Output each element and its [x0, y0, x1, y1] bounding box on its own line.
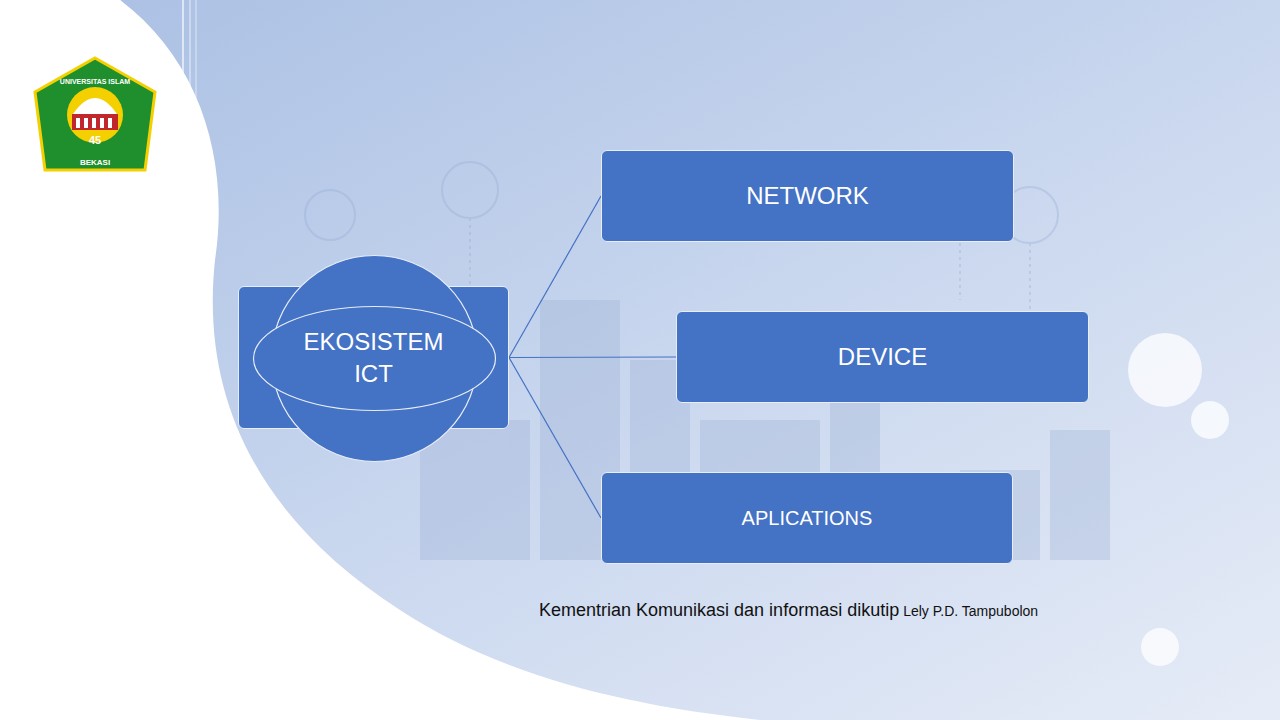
node-text: DEVICE — [838, 341, 927, 372]
circle-ellipse-shape — [239, 287, 510, 430]
author-name: Lely P.D. Tampubolon — [903, 603, 1038, 619]
node-text: EKOSISTEM ICT — [289, 326, 459, 388]
branch-box: DEVICE — [676, 311, 1089, 403]
branch-box: NETWORK — [601, 150, 1014, 242]
central-node: EKOSISTEM ICT — [238, 286, 509, 429]
university-logo — [35, 58, 155, 170]
connector-line — [509, 196, 601, 358]
node-text: NETWORK — [746, 180, 869, 211]
logo-number: 45 — [89, 134, 101, 146]
branch-box: APLICATIONS — [601, 472, 1013, 564]
connector-line — [509, 356, 676, 358]
node-text: APLICATIONS — [742, 505, 873, 531]
logo-text: UNIVERSITAS ISLAM — [60, 78, 130, 85]
connector-line — [509, 358, 601, 519]
source-caption: Kementrian Komunikasi dan informasi diku… — [539, 600, 899, 621]
logo-text: BEKASI — [80, 158, 110, 167]
